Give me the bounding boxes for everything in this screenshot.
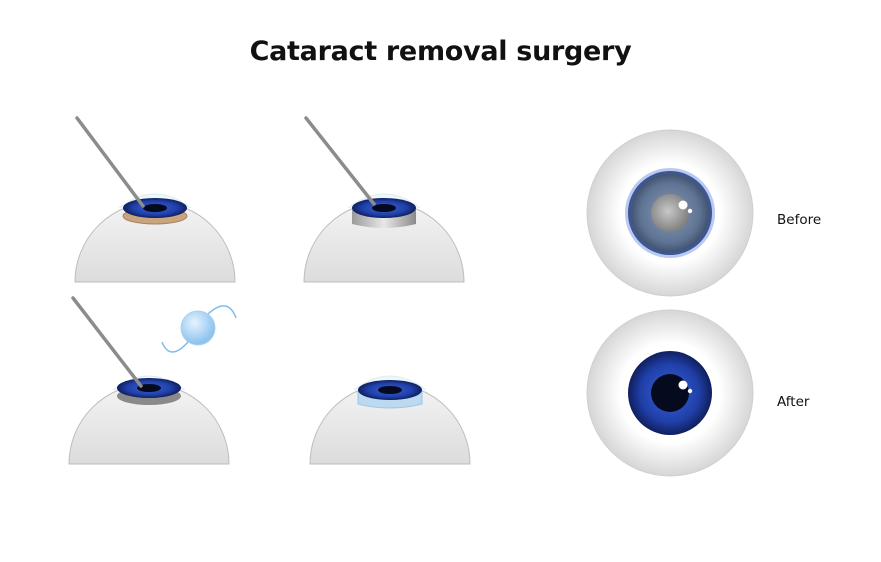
highlight-icon	[678, 200, 688, 210]
highlight-icon	[678, 380, 688, 390]
probe-icon	[304, 116, 376, 206]
probe-icon	[71, 296, 143, 388]
before-eye	[586, 129, 754, 297]
step-3-implant-insertion	[68, 296, 230, 465]
step-1-incision	[74, 116, 236, 283]
pupil-icon	[143, 204, 167, 212]
lens-implant-icon	[161, 305, 237, 353]
step-4-implant-in-place	[309, 375, 471, 465]
cloudy-pupil-icon	[651, 194, 689, 232]
before-label: Before	[777, 212, 821, 228]
page-title: Cataract removal surgery	[249, 36, 632, 67]
after-label: After	[777, 394, 810, 410]
pupil-icon	[372, 204, 396, 212]
probe-icon	[75, 116, 145, 208]
pupil-icon	[378, 386, 402, 394]
after-eye	[586, 309, 754, 477]
step-2-lens-removal	[303, 116, 465, 283]
pupil-icon	[651, 374, 689, 412]
pupil-icon	[137, 384, 161, 392]
